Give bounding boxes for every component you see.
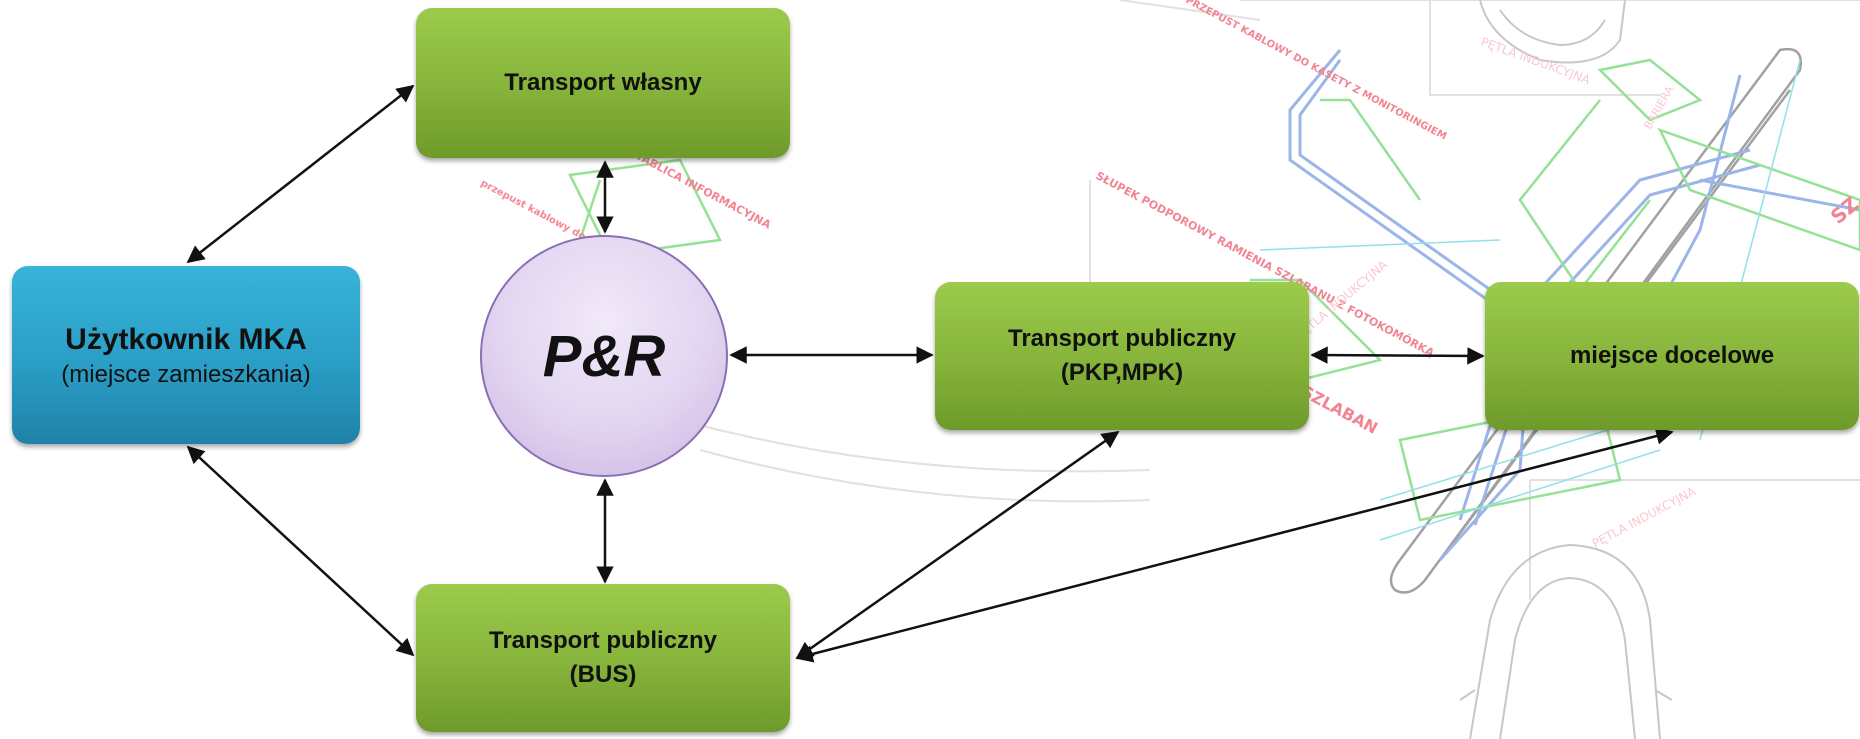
node-public-rail-line1: Transport publiczny	[1007, 325, 1237, 352]
node-public-bus-line2: (BUS)	[569, 661, 637, 688]
cable-route	[1699, 178, 1860, 212]
plan-frame	[1657, 127, 1860, 252]
plan-outline	[1429, 0, 1660, 96]
dimension-line	[1259, 239, 1501, 251]
node-public-rail: Transport publiczny (PKP,MPK)	[935, 282, 1309, 430]
node-public-rail-line2: (PKP,MPK)	[1060, 359, 1184, 386]
arrow-user-bus	[186, 445, 415, 657]
car-outline	[1479, 0, 1626, 64]
node-public-bus: Transport publiczny (BUS)	[416, 584, 790, 732]
arrow-bus-rail	[795, 430, 1120, 660]
node-pr: P&R	[480, 235, 728, 477]
cable-route	[1298, 59, 1541, 327]
plan-frame	[1518, 99, 1651, 293]
node-user: Użytkownik MKA (miejsce zamieszkania)	[12, 266, 360, 444]
node-own-transport: Transport własny	[416, 8, 790, 158]
arrow-rail-destination	[1310, 346, 1485, 365]
node-own-transport-label: Transport własny	[504, 69, 702, 96]
plan-outline	[1119, 0, 1261, 21]
plan-frame	[1320, 98, 1422, 201]
car-outline	[1459, 689, 1673, 701]
node-public-bus-line1: Transport publiczny	[488, 627, 718, 654]
node-destination-label: miejsce docelowe	[1569, 342, 1775, 369]
node-pr-label: P&R	[542, 323, 666, 389]
arrow-user-own-transport	[186, 84, 415, 264]
node-destination: miejsce docelowe	[1485, 282, 1859, 430]
arrow-bus-destination	[795, 427, 1674, 663]
car-outline	[1499, 9, 1606, 47]
node-user-title: Użytkownik MKA	[65, 323, 307, 356]
plan-frame	[1597, 58, 1703, 122]
node-user-subtitle: (miejsce zamieszkania)	[61, 361, 311, 388]
